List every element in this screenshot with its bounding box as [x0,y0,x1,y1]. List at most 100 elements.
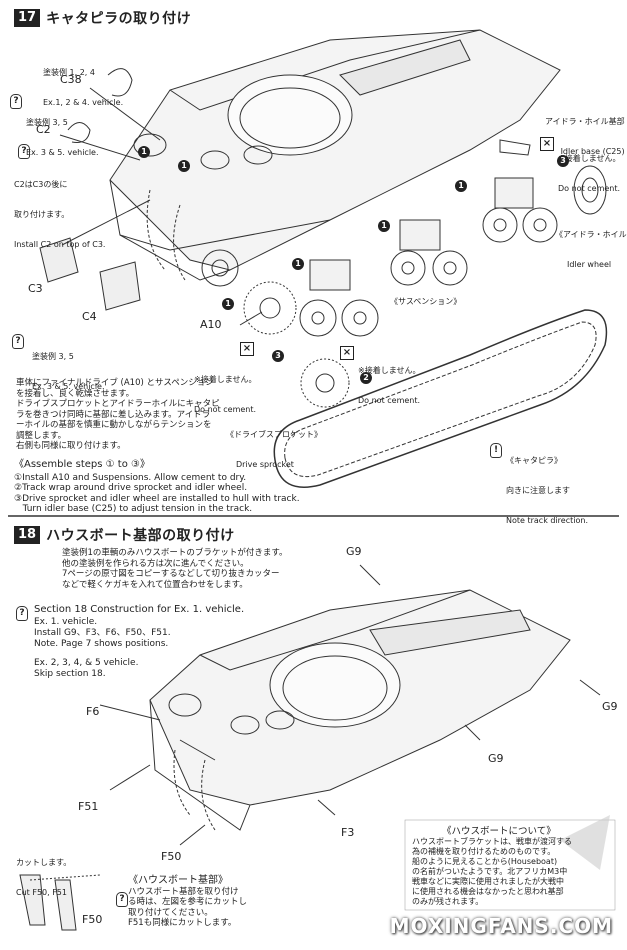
jp-instruction-line: ドライブスプロケットとアイドラーホイルにキャタピ [16,399,220,409]
idler-base-label: アイドラ・ホイル基部 Idler base (C25) [545,97,625,167]
no-cement-jp: ※接着しません。 [358,366,421,375]
note-icon: ! [490,443,502,458]
jp-intro-line: などで軽くケガキを入れて位置合わせをします。 [62,579,248,590]
idler-base-jp: アイドラ・ホイル基部 [545,117,625,126]
section18-en-line: Ex. 1. vehicle. [34,617,98,627]
no-cement-jp: ※接着しません。 [558,154,621,163]
section-title: キャタピラの取り付け [46,11,192,27]
note-icon: ? [10,94,22,109]
part-f50: F50 [82,913,103,926]
part-c38: C38 [60,73,82,86]
section-number: 18 [14,526,41,544]
note-icon: ? [16,606,28,621]
no-cement-en: Do not cement. [194,405,257,414]
cut-note-en: Cut F50, F51 [16,888,67,897]
paint-scheme-35-jp: 塗装例 3, 5 [32,352,74,361]
track-caption-en: Note track direction. [506,516,588,525]
jp-instruction-line: 右側も同様に取り付けます。 [16,441,126,451]
no-cement-icon: × [540,137,554,151]
part-c3: C3 [28,282,43,295]
assemble-step: Turn idler base (C25) to adjust tension … [14,504,253,514]
section-number: 17 [14,9,41,27]
jp-intro-line: 他の塗装例を作られる方は次に進んでください。 [62,558,249,569]
drive-sprocket-en: Drive sprocket [236,460,294,469]
part-f51: F51 [78,800,99,813]
track-caption-jp: 《キャタピラ》 [506,456,562,465]
paint-scheme-124-en: Ex.1, 2 & 4. vehicle. [43,98,124,107]
assemble-steps: 《Assemble steps ① to ③》 ①Install A10 and… [14,459,300,515]
section18-en-title: Section 18 Construction for Ex. 1. vehic… [34,604,245,615]
section-18-header: 18 ハウスボート基部の取り付け [14,525,235,545]
houseboat-about-line: に使用される機会はなかったと思われ基部 [412,887,564,896]
no-cement-jp: ※接着しません。 [194,375,257,384]
section18-en: Section 18 Construction for Ex. 1. vehic… [34,604,244,680]
idler-base-en: Idler base (C25) [560,147,625,156]
no-cement-en: Do not cement. [358,396,421,405]
note-icon: ? [18,144,30,159]
no-cement-icon: × [340,346,354,360]
section18-en-line [34,650,244,658]
no-cement-icon: × [240,342,254,356]
section18-en-line: Install G9、F3、F6、F50、F51. [34,628,171,638]
houseboat-about-line: 船のように見えることから(Houseboat) [412,857,558,866]
assemble-step: ①Install A10 and Suspensions. Allow ceme… [14,472,247,483]
idler-wheel-jp: 《アイドラ・ホイル》 [555,230,627,239]
paint-scheme-35-bottom: 塗装例 3, 5 Ex. 3 & 5. vehicle. [32,332,105,402]
part-a10: A10 [200,318,222,331]
paint-scheme-35-top: 塗装例 3, 5 Ex. 3 & 5. vehicle. [26,98,99,168]
jp-instruction-line: ラを巻きつけ同時に基部に差し込みます。アイドラ [16,409,211,420]
jp-instruction-line: ーホイルの基部を慎重に動かしながらテンションを [16,420,212,430]
note-icon: ? [116,892,128,907]
houseboat-base-title: 《ハウスボート基部》 [128,875,228,886]
paint-scheme-124: 塗装例 1, 2, 4 Ex.1, 2 & 4. vehicle. [43,48,123,118]
part-g9: G9 [602,700,618,713]
houseboat-base-line: ハウスボート基部を取り付け [128,886,239,897]
jp-instructions: 車体にファイナルドライブ (A10) とサスペンション を接着し、良く乾燥させま… [16,378,220,452]
step-marker: 1 [455,180,467,192]
paint-scheme-35-en: Ex. 3 & 5. vehicle. [32,382,105,391]
install-note-line: C2はC3の後に [14,180,68,189]
track-caption-jp: 向きに注意します [506,486,570,495]
houseboat-about-line: のみが残されます。 [412,897,484,906]
step-marker: 1 [222,298,234,310]
suspension-label: 《サスペンション》 [390,297,462,306]
assemble-step: ③Drive sprocket and idler wheel are inst… [14,493,300,504]
houseboat-about: 《ハウスボートについて》 ハウスボートブラケットは、戦車が渡河する 為の補機を取… [412,827,572,907]
section-17-header: 17 キャタピラの取り付け [14,8,191,28]
part-f3: F3 [341,826,355,839]
site-watermark: MOXINGFANS.COM [389,914,613,938]
step-marker: 1 [138,146,150,158]
part-f50: F50 [161,850,182,863]
houseboat-about-title: 《ハウスボートについて》 [442,826,556,837]
step-marker: 3 [557,155,569,167]
part-f6: F6 [86,705,100,718]
part-c2: C2 [36,123,51,136]
houseboat-base-line: F51も同様にカットします。 [128,918,237,928]
jp-intro-line: 7ページの原寸図をコピーするなどして切り抜きカッター [62,569,280,579]
jp-instruction-line: 調整します。 [16,430,67,441]
install-note-line: 取り付けます。 [14,210,70,219]
houseboat-about-line: の名前がついたようです。北アフリカM3中 [412,867,568,876]
jp-instruction-line: を接着し、良く乾燥させます。 [16,388,135,399]
jp-intro-line: 塗装例1の車輌のみハウスボートのブラケットが付きます。 [62,548,288,558]
section18-en-line: Note. Page 7 shows positions. [34,639,169,649]
houseboat-about-line: 為の補機を取り付けるためのものです。 [412,847,556,856]
houseboat-base-line: 取り付けてください。 [128,907,213,918]
no-cement-2: ※接着しません。 Do not cement. [194,355,256,425]
assemble-step: ②Track wrap around drive sprocket and id… [14,483,248,493]
step-marker: 1 [292,258,304,270]
part-g9: G9 [488,752,504,765]
part-g9: G9 [346,545,362,558]
step-marker: 1 [178,160,190,172]
drive-sprocket-label: 《ドライブスプロケット》 Drive sprocket [226,410,322,480]
drive-sprocket-jp: 《ドライブスプロケット》 [226,430,322,439]
install-note: C2はC3の後に 取り付けます。 Install C2 on top of C3… [14,160,105,260]
section18-jp-intro: 塗装例1の車輌のみハウスボートのブラケットが付きます。 他の塗装例を作られる方は… [62,548,288,590]
step-marker: 1 [378,220,390,232]
install-note-line: Install C2 on top of C3. [14,240,106,249]
idler-wheel-en: Idler wheel [567,260,612,269]
houseboat-about-line: 戦車などに実際に使用されましたが大戦中 [412,877,564,886]
section18-en-line: Ex. 2, 3, 4, & 5 vehicle. [34,658,139,668]
track-caption: 《キャタピラ》 向きに注意します Note track direction. [506,436,588,536]
